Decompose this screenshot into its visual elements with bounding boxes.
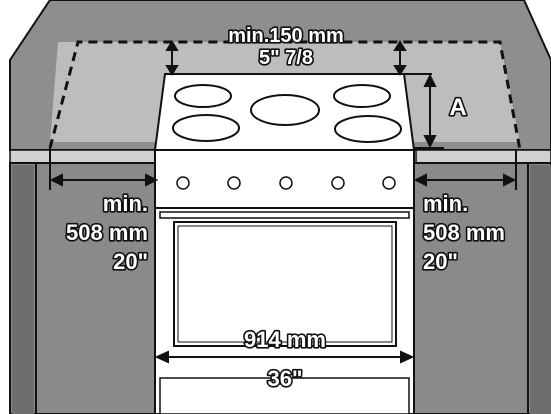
control-knob-icon bbox=[279, 176, 293, 190]
right-cabinet-shadow bbox=[530, 165, 551, 414]
top-clearance-label-metric: min.150 mm bbox=[228, 25, 344, 47]
oven-drawer bbox=[159, 377, 410, 414]
burner-icon bbox=[334, 115, 402, 143]
right-clearance-arrow bbox=[413, 150, 517, 190]
control-knob-icon bbox=[176, 176, 190, 190]
height-marker-label: A bbox=[449, 94, 466, 121]
burner-icon bbox=[333, 84, 391, 108]
control-knob-icon bbox=[331, 176, 345, 190]
left-clearance-label-metric: 508 mm bbox=[66, 220, 148, 245]
top-clearance-label-imperial: 5" 7/8 bbox=[259, 47, 313, 69]
width-label-metric: 914 mm bbox=[244, 327, 326, 352]
control-knob-icon bbox=[382, 176, 396, 190]
burner-icon bbox=[174, 84, 232, 108]
left-clearance-label-min: min. bbox=[103, 191, 148, 216]
clearance-dashed-outline bbox=[48, 40, 522, 151]
right-clearance-label-imperial: 20" bbox=[423, 249, 458, 274]
oven-window bbox=[173, 221, 397, 347]
left-clearance-label-imperial: 20" bbox=[113, 249, 148, 274]
height-a-arrow bbox=[404, 73, 444, 149]
burner-icon bbox=[250, 94, 320, 126]
top-clearance-arrow-left bbox=[165, 40, 179, 76]
burner-icon bbox=[172, 114, 240, 142]
left-cabinet-shadow bbox=[12, 165, 34, 414]
left-countertop bbox=[9, 149, 156, 164]
left-clearance-arrow bbox=[49, 148, 159, 190]
oven-door-handle bbox=[159, 211, 410, 219]
control-knob-icon bbox=[227, 176, 241, 190]
right-clearance-label-min: min. bbox=[423, 191, 468, 216]
right-clearance-label-metric: 508 mm bbox=[423, 220, 505, 245]
width-label-imperial: 36" bbox=[268, 366, 303, 391]
width-arrow bbox=[154, 350, 415, 414]
top-clearance-arrow-right bbox=[393, 40, 407, 76]
right-countertop bbox=[415, 149, 551, 164]
oven-window-inner bbox=[177, 225, 393, 343]
